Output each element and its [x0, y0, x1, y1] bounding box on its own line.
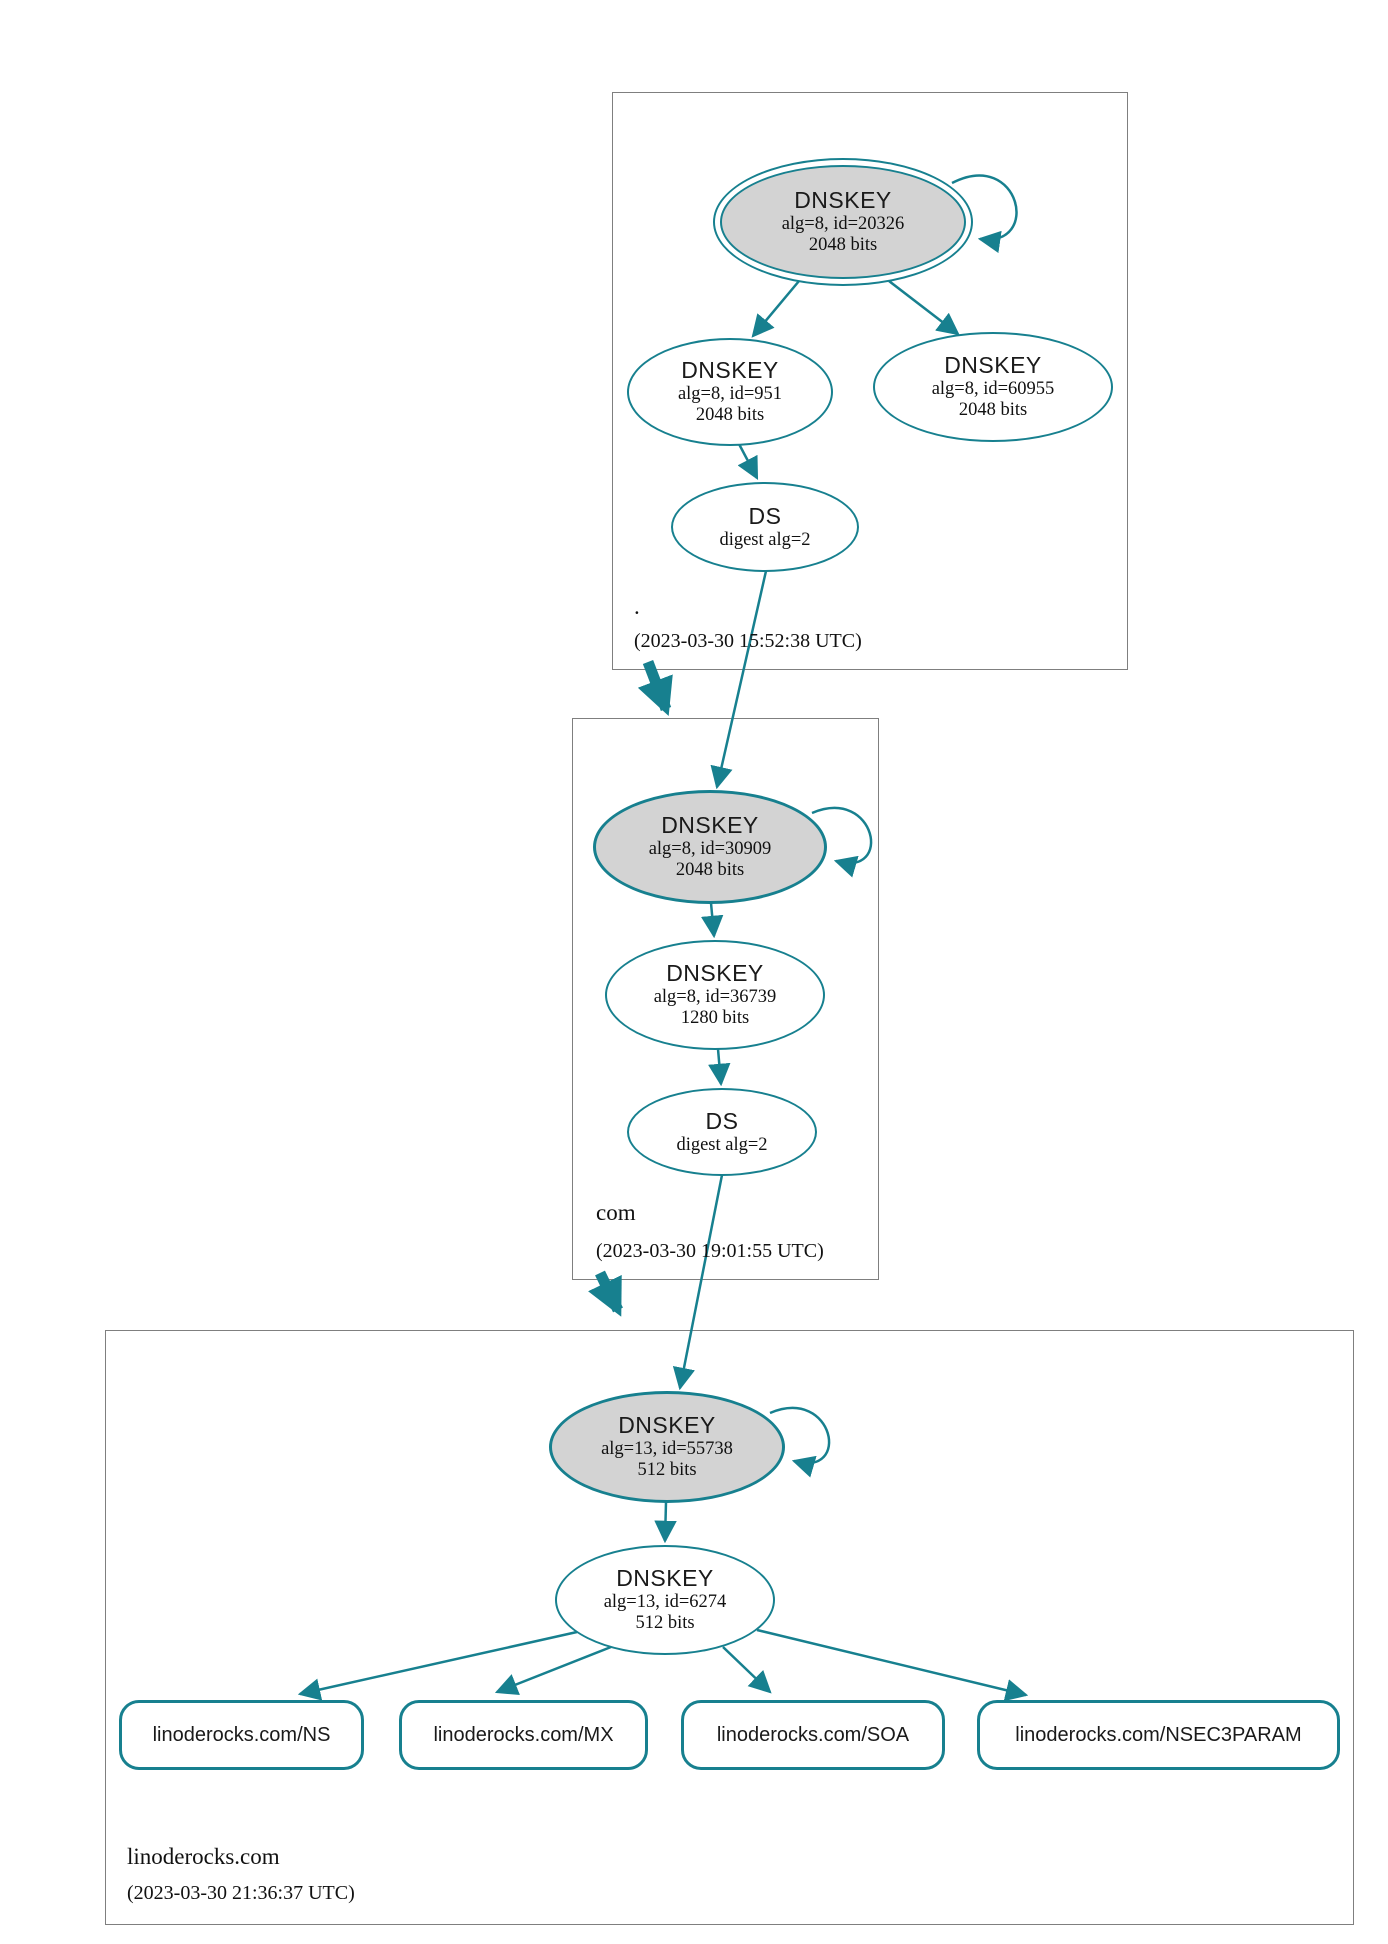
node-title: DNSKEY [661, 812, 759, 839]
zone-label-com: com [596, 1200, 636, 1225]
node-detail: alg=13, id=6274 [603, 1592, 727, 1613]
lino-ksk-dnskey-node[interactable]: DNSKEY alg=13, id=55738 512 bits [549, 1391, 785, 1503]
node-detail: 2048 bits [958, 399, 1028, 420]
rrset-ns[interactable]: linoderocks.com/NS [119, 1700, 364, 1770]
com-zsk36739-dnskey-node[interactable]: DNSKEY alg=8, id=36739 1280 bits [605, 940, 825, 1050]
node-detail: 512 bits [635, 1612, 695, 1633]
zone-label-root: . [634, 594, 640, 619]
node-detail: 2048 bits [675, 859, 745, 880]
zone-box-root [612, 92, 1128, 670]
edge-linoksk-to-zsk6274 [654, 1501, 677, 1544]
node-title: DNSKEY [681, 357, 779, 384]
edge-zsk6274-to-nsec3param [756, 1628, 1029, 1702]
edge-zsk6274-to-ns [297, 1630, 578, 1701]
zone-box-com [572, 718, 879, 1280]
trust-anchor-inner-ring [720, 165, 966, 279]
node-detail: alg=8, id=30909 [648, 839, 772, 860]
node-detail: digest alg=2 [676, 1134, 768, 1155]
node-detail: 2048 bits [695, 404, 765, 425]
edge-rootds-to-comksk [710, 570, 768, 790]
node-title: DNSKEY [618, 1412, 716, 1439]
com-ksk-dnskey-node[interactable]: DNSKEY alg=8, id=30909 2048 bits [593, 790, 827, 904]
edge-delegation-root-to-com [637, 660, 673, 716]
lino-zsk6274-dnskey-node[interactable]: DNSKEY alg=13, id=6274 512 bits [555, 1545, 775, 1655]
zone-label-linoderocks: linoderocks.com [127, 1844, 280, 1869]
node-title: DS [748, 502, 782, 529]
node-title: DNSKEY [666, 960, 764, 987]
rrset-soa[interactable]: linoderocks.com/SOA [681, 1700, 945, 1770]
node-detail: alg=8, id=36739 [653, 987, 777, 1008]
edge-zsk951-to-rootds [737, 443, 759, 480]
edge-rootksk-selfloop [951, 174, 1018, 254]
edge-linoksk-selfloop [769, 1406, 831, 1478]
rrset-label: linoderocks.com/NSEC3PARAM [1015, 1723, 1302, 1746]
rrset-nsec3param[interactable]: linoderocks.com/NSEC3PARAM [977, 1700, 1340, 1770]
root-zsk951-dnskey-node[interactable]: DNSKEY alg=8, id=951 2048 bits [627, 338, 833, 446]
edge-rootksk-to-zsk60955 [888, 280, 960, 336]
edge-comds-to-linoksk [672, 1174, 724, 1391]
edge-zsk6274-to-mx [494, 1645, 612, 1696]
node-detail: alg=8, id=60955 [931, 379, 1055, 400]
edge-comksk-selfloop [811, 806, 873, 878]
edge-comksk-to-zsk36739 [700, 902, 724, 939]
node-detail: alg=8, id=20326 [781, 214, 905, 235]
com-ds-node[interactable]: DS digest alg=2 [627, 1088, 817, 1176]
node-detail: 512 bits [637, 1459, 697, 1480]
edge-delegation-com-to-linoderocks [588, 1270, 623, 1317]
node-title: DNSKEY [944, 352, 1042, 379]
root-ds-node[interactable]: DS digest alg=2 [671, 482, 859, 572]
root-zsk60955-dnskey-node[interactable]: DNSKEY alg=8, id=60955 2048 bits [873, 332, 1113, 442]
edge-rootksk-to-zsk951 [751, 280, 800, 338]
node-detail: 1280 bits [680, 1007, 750, 1028]
rrset-label: linoderocks.com/NS [152, 1723, 331, 1746]
edge-zsk36739-to-comds [708, 1048, 731, 1087]
node-title: DNSKEY [616, 1565, 714, 1592]
rrset-label: linoderocks.com/SOA [716, 1723, 910, 1746]
zone-timestamp-root: (2023-03-30 15:52:38 UTC) [634, 630, 862, 652]
zone-box-linoderocks [105, 1330, 1354, 1925]
node-detail: alg=13, id=55738 [601, 1439, 733, 1460]
rrset-mx[interactable]: linoderocks.com/MX [399, 1700, 648, 1770]
node-detail: 2048 bits [808, 234, 878, 255]
node-detail: alg=8, id=951 [677, 384, 783, 405]
node-title: DS [705, 1107, 739, 1134]
node-title: DNSKEY [794, 187, 892, 214]
zone-timestamp-linoderocks: (2023-03-30 21:36:37 UTC) [127, 1882, 355, 1904]
zone-timestamp-com: (2023-03-30 19:01:55 UTC) [596, 1240, 824, 1262]
rrset-label: linoderocks.com/MX [433, 1723, 614, 1746]
node-detail: digest alg=2 [719, 529, 811, 550]
root-ksk-dnskey-node[interactable]: DNSKEY alg=8, id=20326 2048 bits [713, 158, 973, 286]
edge-zsk6274-to-soa [722, 1646, 772, 1694]
